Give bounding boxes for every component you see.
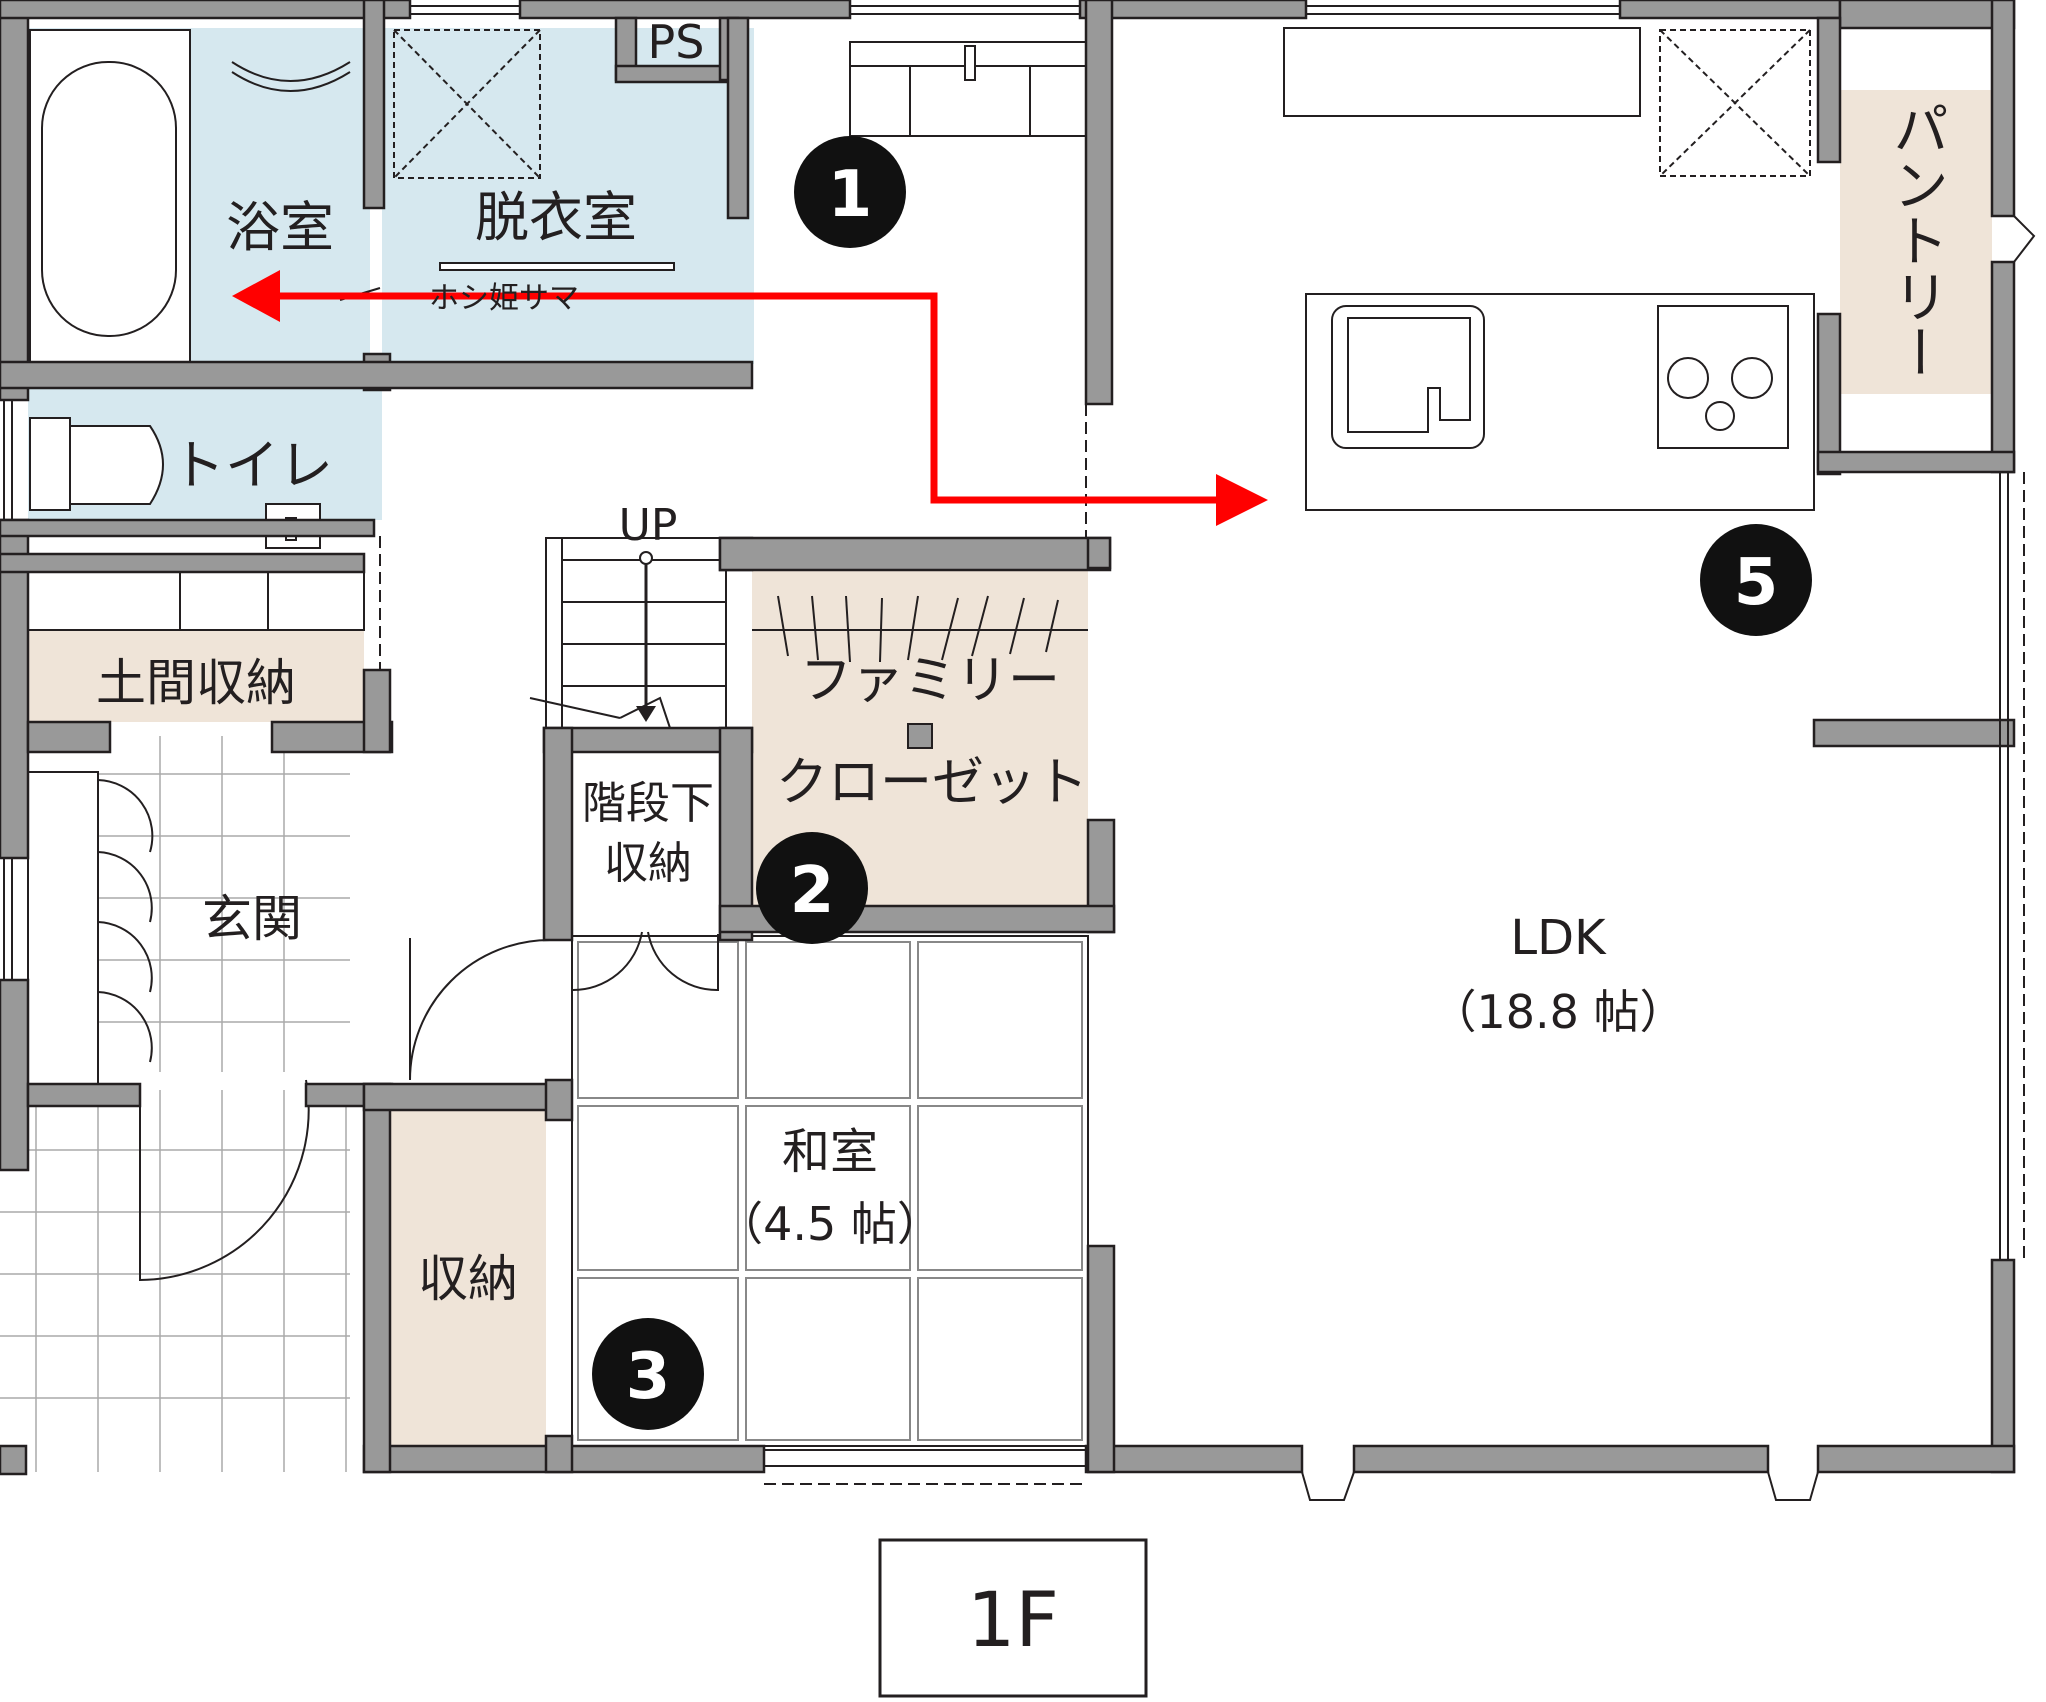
label-washitsu: 和室 bbox=[782, 1124, 878, 1180]
door-swings bbox=[97, 287, 719, 1282]
badge-5 bbox=[1700, 524, 1812, 636]
label-pantry: パントリー bbox=[1884, 100, 1949, 380]
label-ldk: LDK bbox=[1510, 910, 1607, 966]
label-ldk-size: （18.8 帖） bbox=[1430, 985, 1685, 1039]
storage-fill bbox=[390, 1110, 546, 1450]
doma-storage-fill bbox=[28, 630, 364, 722]
room-labels: 浴室 脱衣室 PS ホシ姫サマ トイレ 土間収納 玄関 UP 階段下 収納 ファ… bbox=[96, 15, 1949, 1308]
label-under-stair-2: 収納 bbox=[604, 838, 692, 889]
fixtures bbox=[27, 27, 1815, 1085]
badge-3-label: 3 bbox=[626, 1340, 671, 1414]
floor-label: 1F bbox=[967, 1575, 1059, 1664]
label-toilet: トイレ bbox=[171, 434, 333, 497]
label-entrance: 玄関 bbox=[202, 890, 302, 948]
label-towel-bar: ホシ姫サマ bbox=[429, 281, 579, 316]
badge-1 bbox=[794, 136, 906, 248]
badge-2-label: 2 bbox=[790, 854, 835, 928]
windows bbox=[3, 5, 2036, 1501]
label-under-stair-1: 階段下 bbox=[582, 778, 714, 829]
pantry-fill bbox=[1840, 90, 1992, 394]
label-family-closet-1: ファミリー bbox=[800, 651, 1060, 711]
corner-stub bbox=[0, 1444, 28, 1476]
route-arrow bbox=[232, 270, 1268, 526]
label-dressing: 脱衣室 bbox=[475, 186, 637, 249]
label-storage: 収納 bbox=[418, 1250, 518, 1308]
badge-3 bbox=[592, 1318, 704, 1430]
label-bath: 浴室 bbox=[226, 196, 334, 259]
badge-2 bbox=[756, 832, 868, 944]
badge-1-label: 1 bbox=[828, 158, 873, 232]
floor-label-box bbox=[878, 1538, 1148, 1698]
dressing-fill bbox=[382, 28, 754, 364]
badges: 1 2 3 5 bbox=[592, 136, 1812, 1430]
badge-5-label: 5 bbox=[1734, 546, 1779, 620]
walls bbox=[0, 0, 2016, 1474]
label-washitsu-size: （4.5 帖） bbox=[717, 1197, 943, 1251]
entrance-tiles bbox=[0, 736, 350, 1472]
label-stair-up: UP bbox=[619, 500, 678, 551]
label-family-closet-2: クローゼット bbox=[776, 753, 1088, 813]
label-doma-storage: 土間収納 bbox=[96, 654, 296, 712]
tatami-grid bbox=[571, 935, 1089, 1447]
label-ps: PS bbox=[648, 15, 705, 69]
